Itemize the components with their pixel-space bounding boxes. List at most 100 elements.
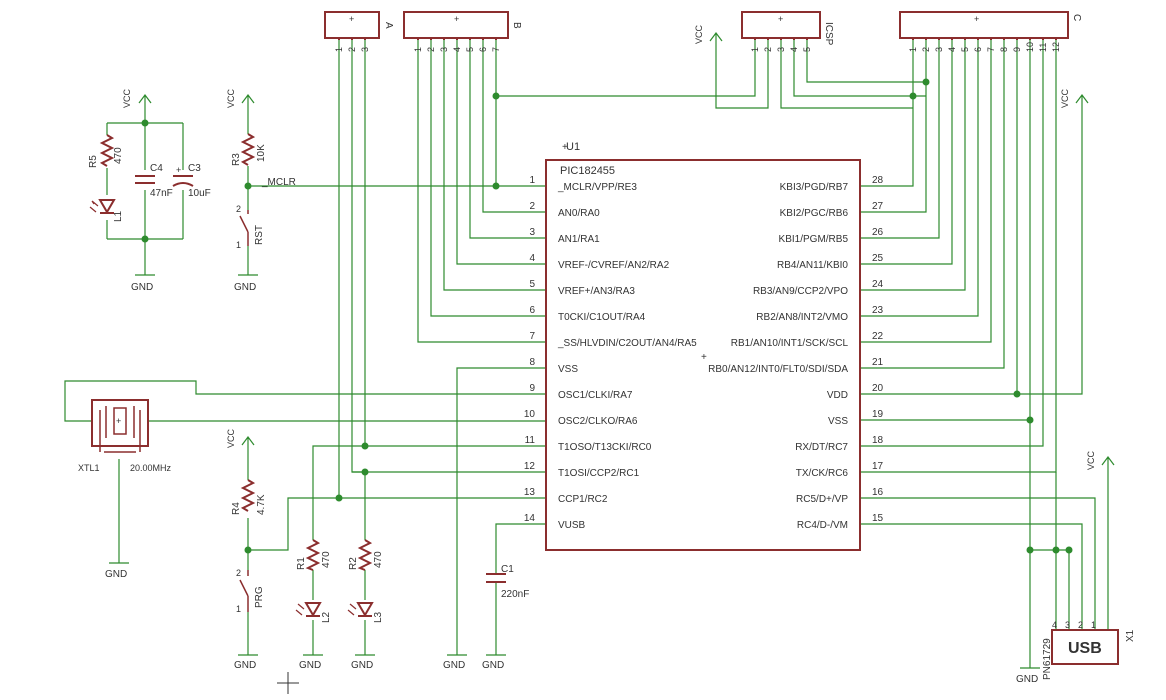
led-l1: L1	[89, 199, 124, 222]
vcc-symbol: VCC	[122, 88, 152, 108]
header-pin-number: 8	[999, 47, 1009, 52]
svg-text:R5: R5	[88, 155, 99, 168]
header-pin-number: 6	[478, 47, 488, 52]
svg-text:VCC: VCC	[226, 88, 236, 108]
mcu-pin-number: 4	[529, 253, 535, 264]
svg-text:470: 470	[113, 147, 124, 164]
junction	[361, 468, 369, 476]
junction	[1065, 546, 1073, 554]
svg-text:L1: L1	[113, 210, 124, 222]
led-l3: L3	[347, 602, 384, 623]
svg-text:C4: C4	[150, 163, 163, 174]
mcu-u1: + U1 PIC182455 + 1_MCLR/VPP/RE32AN0/RA03…	[524, 141, 884, 551]
mcu-pin-number: 25	[872, 253, 884, 264]
svg-text:10uF: 10uF	[188, 188, 211, 199]
svg-text:GND: GND	[234, 282, 256, 293]
mcu-pin-name: VDD	[827, 390, 848, 401]
mcu-pin-name: RB0/AN12/INT0/FLT0/SDI/SDA	[708, 364, 848, 375]
switch-prg: 2 1 PRG	[236, 568, 265, 614]
wire	[247, 452, 339, 655]
mcu-pin-number: 2	[529, 201, 535, 212]
header-pin-number: 12	[1051, 42, 1061, 52]
mcu-pin-number: 7	[529, 331, 535, 342]
capacitor-c1: C1 220nF	[486, 564, 529, 600]
junction	[1013, 390, 1021, 398]
mcu-pin-number: 11	[525, 435, 536, 446]
svg-text:VCC: VCC	[1086, 450, 1096, 470]
mcu-pin-name: VREF-/CVREF/AN2/RA2	[558, 260, 670, 271]
gnd-symbol: GND	[105, 562, 129, 580]
header-pin-number: 3	[360, 47, 370, 52]
svg-text:GND: GND	[105, 569, 127, 580]
mcu-pin-name: AN0/RA0	[558, 208, 600, 219]
wire	[860, 40, 1083, 668]
vcc-symbols: VCC VCC VCC VCC VCC VCC	[122, 24, 1115, 470]
resistor-r5: R5 470	[88, 134, 124, 168]
mcu-pin-name: T1OSO/T13CKI/RC0	[558, 442, 652, 453]
gnd-symbol: GND	[131, 274, 155, 293]
mcu-right-pins: 28KBI3/PGD/RB727KBI2/PGC/RB626KBI1/PGM/R…	[708, 175, 883, 531]
svg-text:2: 2	[236, 204, 241, 214]
mcu-pin-number: 16	[872, 487, 884, 498]
svg-text:+: +	[116, 416, 121, 426]
junction	[1026, 416, 1034, 424]
svg-text:+: +	[176, 165, 181, 175]
mcu-pin-name: RB2/AN8/INT2/VMO	[756, 312, 848, 323]
resistor-r1: R1 470	[296, 539, 332, 571]
svg-text:RST: RST	[254, 225, 265, 245]
svg-text:L3: L3	[373, 611, 384, 623]
header-pin-number: 1	[908, 47, 918, 52]
header-pin-number: 1	[413, 47, 423, 52]
vcc-symbol: VCC	[1086, 450, 1115, 470]
junction	[361, 442, 369, 450]
mcu-pin-number: 15	[872, 513, 884, 524]
svg-text:L2: L2	[321, 611, 332, 623]
svg-text:VCC: VCC	[694, 24, 704, 44]
resistor-r2: R2 470	[348, 539, 384, 571]
svg-text:1: 1	[236, 604, 241, 614]
svg-text:XTL1: XTL1	[78, 463, 100, 473]
mcu-pin-name: OSC2/CLKO/RA6	[558, 416, 638, 427]
svg-text:PN61729: PN61729	[1042, 638, 1053, 680]
svg-text:VCC: VCC	[1060, 88, 1070, 108]
svg-text:1: 1	[236, 240, 241, 250]
svg-text:20.00MHz: 20.00MHz	[130, 463, 172, 473]
mcu-pin-number: 19	[872, 409, 884, 420]
connector-x1-usb: USB 4 3 2 1 PN61729 X1	[1042, 620, 1136, 680]
svg-text:2: 2	[1078, 620, 1083, 630]
gnd-symbol: GND	[1016, 667, 1040, 685]
mcu-pin-number: 14	[524, 513, 536, 524]
gnd-symbol: GND	[234, 654, 258, 671]
header-pin-number: 2	[763, 47, 773, 52]
svg-text:PRG: PRG	[254, 586, 265, 608]
header-icsp-label: ICSP	[823, 22, 834, 46]
header-pin-number: 4	[452, 47, 462, 52]
header-pin-number: 1	[750, 47, 760, 52]
mcu-pin-name: T1OSI/CCP2/RC1	[558, 468, 640, 479]
mcu-pin-name: KBI1/PGM/RB5	[779, 234, 849, 245]
svg-text:220nF: 220nF	[501, 589, 529, 600]
mcu-pin-number: 20	[872, 383, 884, 394]
junction	[141, 235, 149, 243]
header-b-plus: +	[454, 14, 459, 24]
junction	[335, 494, 343, 502]
junction	[492, 182, 500, 190]
mcu-body	[545, 159, 861, 551]
header-pin-number: 5	[802, 47, 812, 52]
svg-text:2: 2	[236, 568, 241, 578]
crystal-xtl1: + XTL1 20.00MHz	[78, 399, 172, 473]
gnd-symbol: GND	[234, 274, 258, 293]
wire	[338, 40, 546, 499]
gnd-symbol: GND	[299, 654, 323, 671]
wire	[247, 108, 546, 275]
header-pin-number: 3	[439, 47, 449, 52]
svg-text:R1: R1	[296, 557, 307, 570]
led-l2: L2	[295, 602, 332, 623]
mcu-pin-number: 13	[524, 487, 536, 498]
junctions	[141, 78, 1073, 554]
mcu-pin-name: RB1/AN10/INT1/SCK/SCL	[731, 338, 849, 349]
gnd-symbol: GND	[482, 654, 506, 671]
